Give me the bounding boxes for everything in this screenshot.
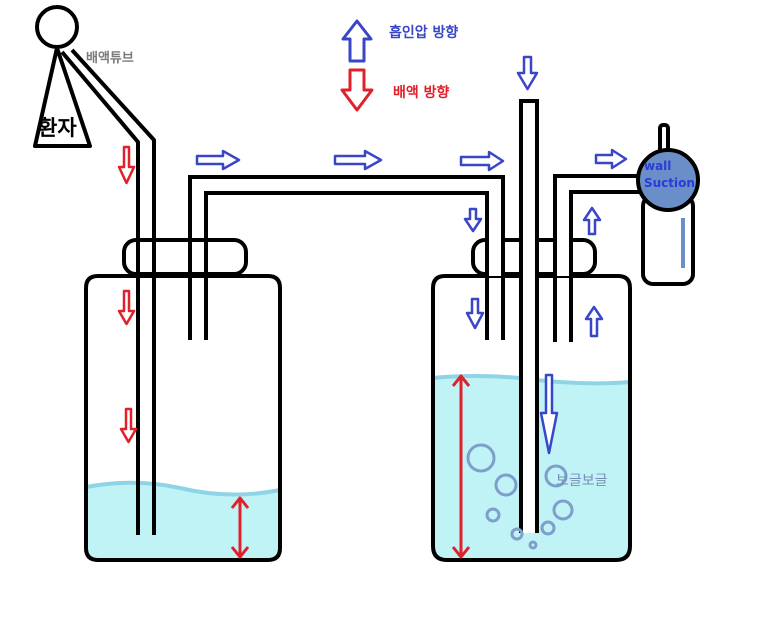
drain-direction-label: 배액 방향: [393, 85, 450, 101]
suction-direction-arrows: [195, 55, 628, 455]
wall-suction-label-line2: Suction: [644, 176, 695, 190]
bottle1-water: [86, 482, 280, 560]
bottle1-outline: [84, 274, 282, 562]
suction-arrow-icon: [465, 297, 485, 330]
patient-head: [35, 5, 79, 49]
patient-label: 환자: [38, 116, 77, 140]
legend: [340, 19, 374, 112]
wall-suction-tube: [553, 174, 640, 342]
bottle2-outline: [431, 274, 632, 562]
patient-figure: [33, 5, 92, 148]
bubbling-label: 보글보글: [556, 473, 608, 489]
suction-arrow-icon: [584, 305, 604, 338]
suction-legend-arrow-icon: [341, 19, 373, 63]
bubbles: [466, 443, 574, 550]
drain-legend-arrow-icon: [340, 68, 374, 112]
suction-gauge: [636, 148, 700, 212]
wall-suction-label-line1: wall: [644, 159, 672, 173]
suction-arrow-icon: [516, 55, 539, 91]
patient-body: [33, 46, 92, 148]
suction-arrow-icon: [594, 148, 628, 170]
drain-tube-label: 배액튜브: [86, 51, 134, 66]
drain-arrow-icon: [117, 289, 136, 326]
wall-suction-label: wall Suction: [644, 158, 695, 192]
drain-direction-arrows: [117, 145, 138, 444]
bottle1-water-surface: [85, 480, 281, 497]
wall-suction-unit: [636, 123, 700, 286]
suction-arrow-icon: [459, 150, 505, 172]
suction-arrow-icon: [333, 149, 383, 171]
suction-arrow-icon: [463, 207, 483, 233]
drain-arrow-icon: [119, 407, 138, 444]
atmospheric-vent-tube: [519, 99, 539, 533]
drain-arrow-icon: [117, 145, 136, 185]
suction-arrow-icon: [195, 149, 241, 171]
suction-direction-label: 흡인압 방향: [389, 25, 459, 41]
suction-arrow-icon: [539, 373, 559, 455]
collection-bottle: [84, 238, 282, 562]
water-depth-markers: [230, 374, 471, 559]
suction-arrow-icon: [582, 206, 602, 236]
